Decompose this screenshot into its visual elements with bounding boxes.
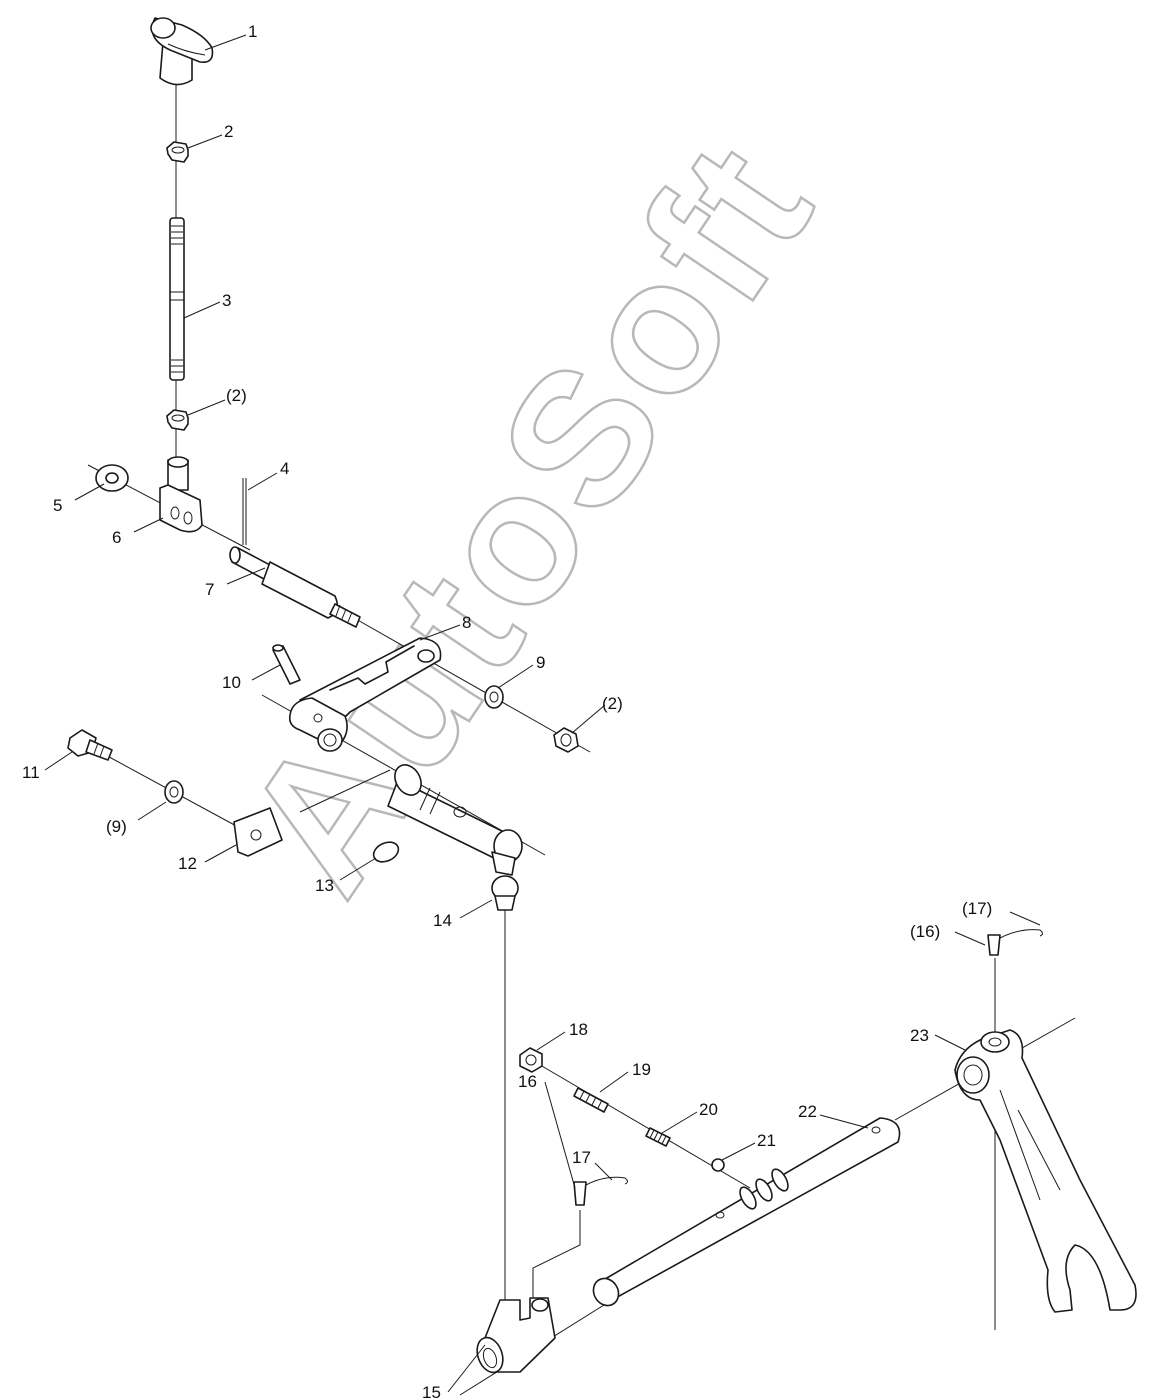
callout-10: 10 — [222, 673, 241, 692]
part-19-threaded-insert — [573, 1087, 609, 1113]
cross-shaft — [387, 764, 523, 876]
part-12-plate — [233, 807, 283, 857]
part-1-t-handle — [150, 17, 214, 86]
part-23-shift-fork — [954, 1029, 1137, 1313]
part-5-washer — [95, 464, 129, 492]
callout-17: 17 — [572, 1148, 591, 1167]
watermark: AutoSoft — [203, 105, 854, 928]
callout-3: 3 — [222, 291, 231, 310]
callout-23: 23 — [910, 1026, 929, 1045]
callout-6: 6 — [112, 528, 121, 547]
callout-12: 12 — [178, 854, 197, 873]
part-6-clevis — [159, 456, 203, 533]
part-16-17-grease-fitting-upper — [987, 929, 1043, 956]
part-9-washer-lower — [164, 780, 184, 804]
part-16-17-grease-fitting-lower — [573, 1176, 628, 1206]
callout-4: 4 — [280, 459, 289, 478]
callout-9-ref: (9) — [106, 817, 127, 836]
part-3-threaded-rod — [169, 217, 185, 381]
part-2-nut-lever — [553, 727, 579, 753]
callout-2-ref-lever: (2) — [602, 694, 623, 713]
part-14-ball-stud — [491, 875, 519, 911]
part-20-spring — [645, 1127, 671, 1147]
part-2-nut-lower — [166, 409, 189, 431]
part-4-cotter-pin — [242, 478, 247, 545]
callout-5: 5 — [53, 496, 62, 515]
callout-19: 19 — [632, 1060, 651, 1079]
callout-1: 1 — [248, 22, 257, 41]
callout-2-ref: (2) — [226, 386, 247, 405]
callout-15: 15 — [422, 1383, 441, 1400]
part-2-nut — [166, 141, 189, 163]
callout-21: 21 — [757, 1131, 776, 1150]
callout-2: 2 — [224, 122, 233, 141]
callout-13: 13 — [315, 876, 334, 895]
callout-17-ref-upper: (17) — [962, 899, 992, 918]
part-22-shift-rod — [592, 1117, 901, 1307]
leader-lines — [44, 34, 1041, 1393]
callout-22: 22 — [798, 1102, 817, 1121]
callout-8: 8 — [462, 613, 471, 632]
part-7-shaft — [229, 546, 361, 628]
part-21-ball — [711, 1158, 725, 1172]
part-9-washer — [484, 685, 504, 709]
callout-11: 11 — [22, 763, 40, 782]
part-18-nut — [519, 1047, 543, 1073]
callout-labels: 1 2 3 (2) 4 5 6 7 8 9 (2) 10 11 (9) 12 1… — [22, 22, 992, 1400]
callout-9: 9 — [536, 653, 545, 672]
callout-16: 16 — [518, 1072, 537, 1091]
callout-18: 18 — [569, 1020, 588, 1039]
callout-16-ref-upper: (16) — [910, 922, 940, 941]
part-11-bolt — [67, 729, 113, 761]
part-8-lever-arm — [288, 637, 442, 752]
part-13-o-ring — [372, 841, 400, 863]
callout-14: 14 — [433, 911, 452, 930]
part-15-shift-head — [476, 1297, 556, 1374]
callout-20: 20 — [699, 1100, 718, 1119]
callout-7: 7 — [205, 580, 214, 599]
part-10-spring-pin — [272, 644, 301, 685]
